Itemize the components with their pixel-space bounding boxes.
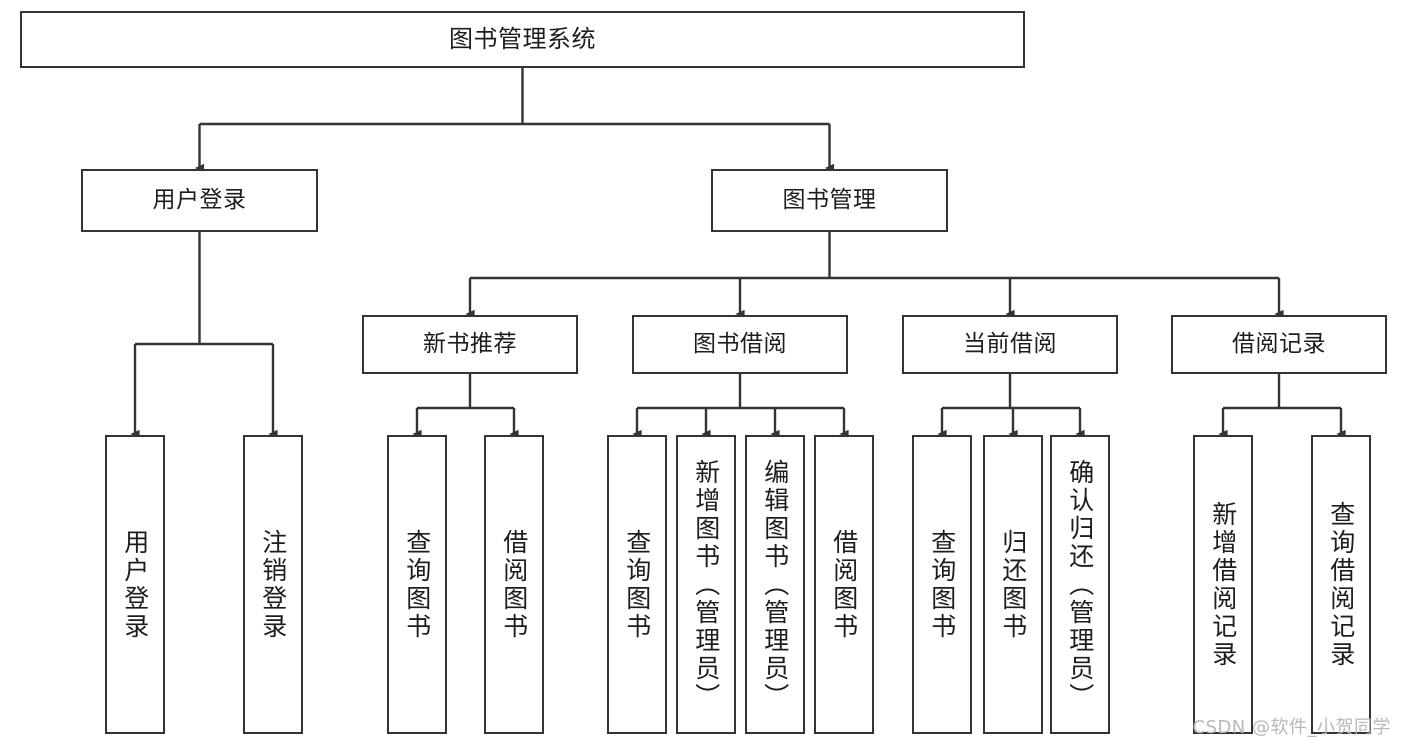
node-label: 图书借阅 — [693, 330, 787, 357]
watermark: CSDN @软件_小贺同学 — [1192, 717, 1391, 738]
node-leaf-bor-3[interactable]: 编辑图书（管理员） — [745, 435, 805, 734]
node-leaf-cur-2[interactable]: 归还图书 — [983, 435, 1043, 734]
node-label: 编辑图书（管理员） — [760, 458, 790, 711]
node-label: 当前借阅 — [963, 330, 1057, 357]
node-leaf-new-1[interactable]: 查询图书 — [387, 435, 447, 734]
node-records[interactable]: 借阅记录 — [1171, 315, 1387, 374]
node-leaf-new-2[interactable]: 借阅图书 — [484, 435, 544, 734]
node-login[interactable]: 用户登录 — [81, 169, 318, 232]
node-label: 查询借阅记录 — [1326, 500, 1356, 669]
node-root[interactable]: 图书管理系统 — [20, 11, 1025, 68]
node-label: 借阅图书 — [499, 528, 529, 641]
node-label: 新书推荐 — [423, 330, 517, 357]
node-label: 用户登录 — [152, 186, 247, 213]
node-leaf-bor-1[interactable]: 查询图书 — [607, 435, 667, 734]
node-label: 归还图书 — [998, 528, 1028, 641]
node-bookmgmt[interactable]: 图书管理 — [711, 169, 948, 232]
node-label: 确认归还（管理员） — [1065, 458, 1095, 711]
node-leaf-cur-1[interactable]: 查询图书 — [912, 435, 972, 734]
node-leaf-rec-2[interactable]: 查询借阅记录 — [1311, 435, 1371, 734]
node-label: 用户登录 — [120, 528, 150, 641]
node-label: 图书管理 — [782, 186, 877, 213]
node-leaf-login-2[interactable]: 注销登录 — [243, 435, 303, 734]
node-leaf-bor-2[interactable]: 新增图书（管理员） — [676, 435, 736, 734]
node-label: 借阅记录 — [1232, 330, 1326, 357]
node-leaf-login-1[interactable]: 用户登录 — [105, 435, 165, 734]
node-leaf-bor-4[interactable]: 借阅图书 — [814, 435, 874, 734]
node-label: 查询图书 — [622, 528, 652, 641]
node-label: 新增借阅记录 — [1208, 500, 1238, 669]
node-label: 新增图书（管理员） — [691, 458, 721, 711]
node-label: 注销登录 — [258, 528, 288, 641]
node-borrow[interactable]: 图书借阅 — [632, 315, 848, 374]
node-current[interactable]: 当前借阅 — [902, 315, 1118, 374]
node-newbook[interactable]: 新书推荐 — [362, 315, 578, 374]
node-label: 借阅图书 — [829, 528, 859, 641]
node-leaf-rec-1[interactable]: 新增借阅记录 — [1193, 435, 1253, 734]
node-label: 查询图书 — [402, 528, 432, 641]
node-label: 图书管理系统 — [449, 25, 596, 54]
node-leaf-cur-3[interactable]: 确认归还（管理员） — [1050, 435, 1110, 734]
node-label: 查询图书 — [927, 528, 957, 641]
